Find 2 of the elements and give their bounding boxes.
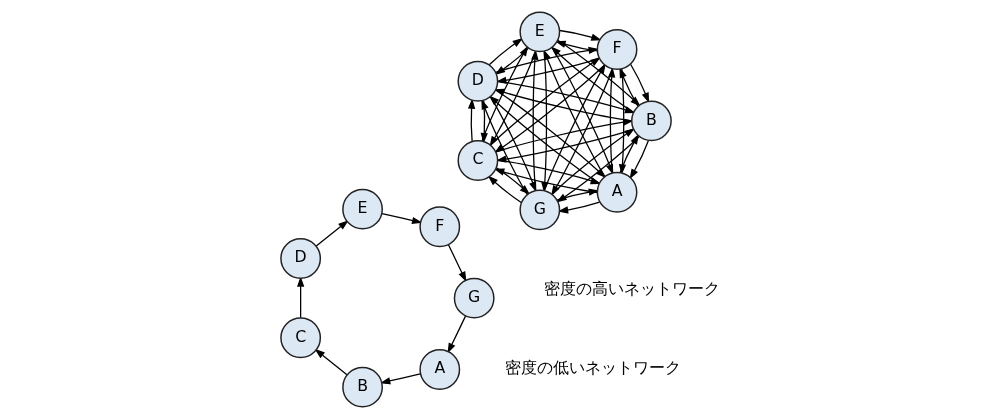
label: 密度の低いネットワーク <box>504 357 681 377</box>
label: 密度の高いネットワーク <box>543 279 720 298</box>
